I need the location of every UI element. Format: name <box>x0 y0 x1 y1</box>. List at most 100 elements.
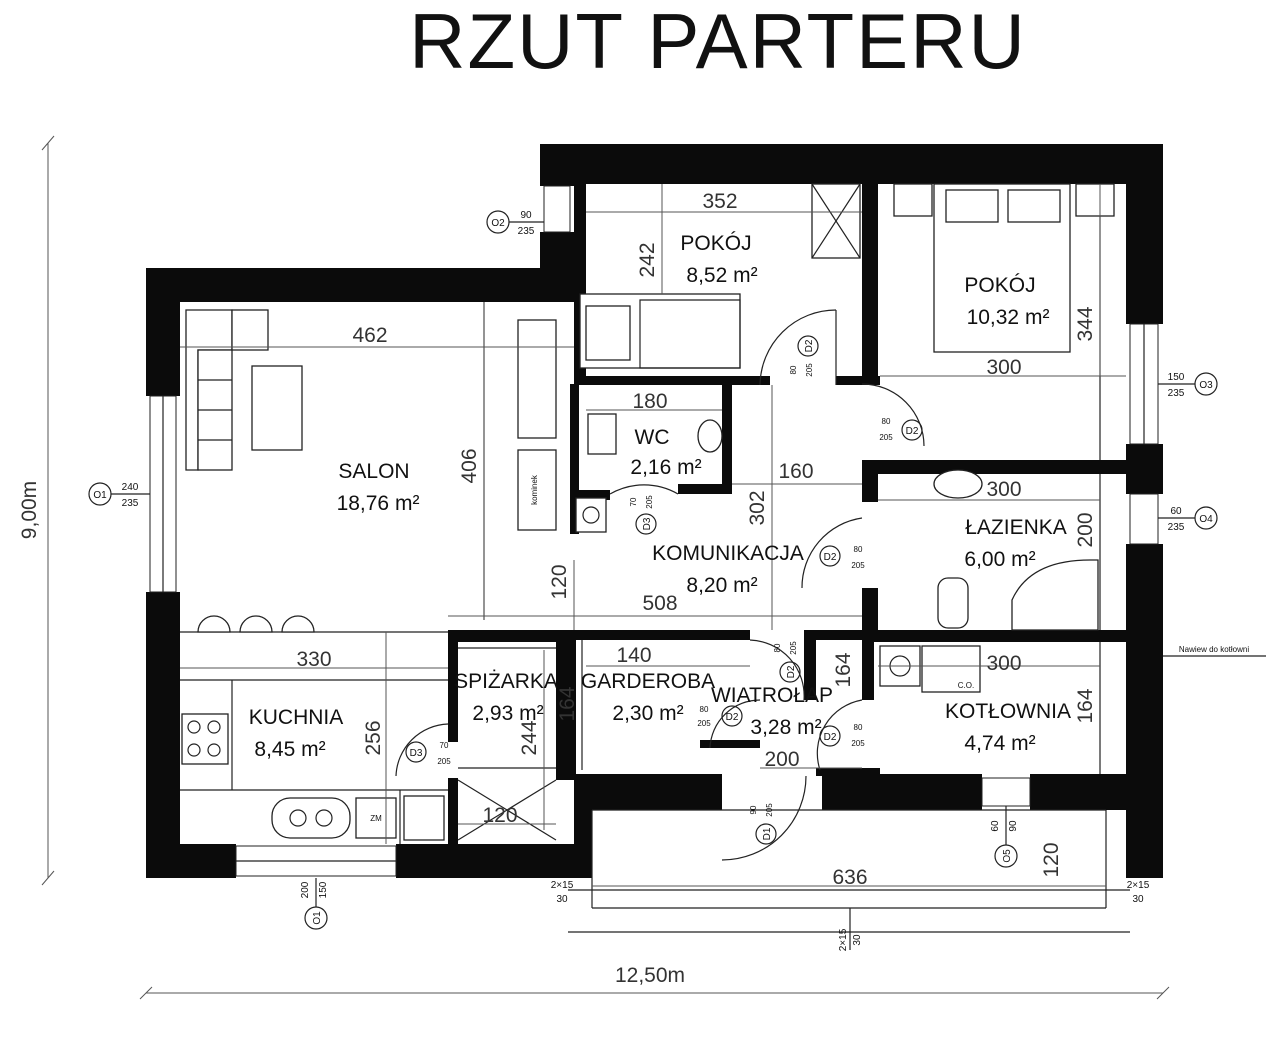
window-pokoj1 <box>543 185 571 233</box>
room-labels: POKÓJ 8,52 m² POKÓJ 10,32 m² SALON 18,76… <box>249 232 1071 761</box>
svg-text:D2: D2 <box>786 665 797 678</box>
svg-text:70: 70 <box>629 497 638 506</box>
svg-text:D3: D3 <box>410 748 423 759</box>
svg-text:200: 200 <box>300 881 311 898</box>
fridge-icon <box>403 795 445 841</box>
dim-164a: 164 <box>556 686 579 721</box>
svg-text:30: 30 <box>556 894 568 905</box>
kitchen-sink-icon <box>271 797 351 839</box>
svg-text:60: 60 <box>990 820 1001 832</box>
svg-text:80: 80 <box>773 643 782 652</box>
washbasin-icon <box>697 419 723 453</box>
dim-302: 302 <box>746 490 769 525</box>
outer-walls <box>146 144 1163 878</box>
room-name-kotlownia: KOTŁOWNIA <box>945 700 1071 723</box>
room-name-salon: SALON <box>338 460 409 483</box>
co-label: C.O. <box>958 681 974 690</box>
door-tag-d3 <box>405 741 427 763</box>
svg-text:80: 80 <box>789 365 798 374</box>
step-left-label: 2×15 <box>551 880 574 891</box>
dim-406: 406 <box>458 448 481 483</box>
zm-label: ZM <box>370 814 382 823</box>
dim-120c: 120 <box>1040 842 1063 877</box>
svg-text:205: 205 <box>645 495 654 509</box>
svg-text:D3: D3 <box>642 517 653 530</box>
inner-walls <box>448 144 1126 846</box>
toilet-icon <box>587 413 617 455</box>
dim-160: 160 <box>778 460 813 483</box>
svg-text:D2: D2 <box>804 339 815 352</box>
overall-dimensions: 9,00m 12,50m <box>18 135 1170 1000</box>
door-tag-d2 <box>797 335 819 357</box>
door-tag-d2 <box>901 419 923 441</box>
door-swing-icon <box>609 484 679 495</box>
dim-120b: 120 <box>482 804 517 827</box>
room-area-salon: 18,76 m² <box>337 492 420 515</box>
room-name-lazienka: ŁAZIENKA <box>965 516 1067 539</box>
room-name-pokoj1: POKÓJ <box>680 232 751 255</box>
dim-164b: 164 <box>832 652 855 687</box>
svg-text:90: 90 <box>520 210 532 221</box>
dishwasher-icon <box>355 797 397 839</box>
dim-244: 244 <box>518 720 541 755</box>
dim-300b: 300 <box>986 478 1021 501</box>
room-area-spizarka: 2,93 m² <box>472 702 543 725</box>
chair-icon <box>197 615 231 633</box>
dim-140: 140 <box>616 644 651 667</box>
cooktop-icon <box>181 713 229 765</box>
svg-text:30: 30 <box>852 934 863 946</box>
door-tag-d2 <box>819 725 841 747</box>
svg-text:O3: O3 <box>1199 380 1213 391</box>
dim-120a: 120 <box>548 564 571 599</box>
svg-text:D2: D2 <box>726 712 739 723</box>
dim-242: 242 <box>636 242 659 277</box>
svg-text:205: 205 <box>789 641 798 655</box>
svg-text:O2: O2 <box>491 218 505 229</box>
svg-text:O1: O1 <box>312 911 323 925</box>
door-tag-d3 <box>635 513 657 535</box>
room-name-wc: WC <box>635 426 670 449</box>
window-lazienka <box>1129 493 1159 545</box>
chair-icon <box>281 615 315 633</box>
svg-text:205: 205 <box>437 757 451 766</box>
dim-300a: 300 <box>986 356 1021 379</box>
misc-labels: Nawiew do kotłowni 2×15 30 2×15 30 2×15 … <box>551 645 1266 951</box>
svg-text:90: 90 <box>749 805 758 814</box>
door-swing-icon <box>709 699 761 749</box>
svg-text:D1: D1 <box>762 827 773 840</box>
door-tag-d1 <box>755 823 777 845</box>
coffee-table-icon <box>251 365 303 451</box>
svg-text:235: 235 <box>122 498 139 509</box>
svg-text:205: 205 <box>765 803 774 817</box>
door-tags: D2 80 205 D2 80 205 D3 70 205 D2 80 205 … <box>405 335 923 845</box>
boiler-icon <box>575 497 607 533</box>
svg-text:205: 205 <box>697 719 711 728</box>
svg-text:O5: O5 <box>1002 849 1013 863</box>
svg-text:80: 80 <box>882 417 891 426</box>
room-area-kotlownia: 4,74 m² <box>964 732 1035 755</box>
door-swing-icon <box>801 517 863 589</box>
dimension-values: 352 242 344 462 300 180 406 160 302 300 … <box>296 190 1097 889</box>
svg-text:150: 150 <box>1168 372 1185 383</box>
overall-height-label: 9,00m <box>18 481 41 539</box>
room-name-komunikacja: KOMUNIKACJA <box>652 542 804 565</box>
door-tag-d2 <box>819 545 841 567</box>
svg-text:D2: D2 <box>906 426 919 437</box>
dim-508: 508 <box>642 592 677 615</box>
co-boiler-icon <box>921 645 981 693</box>
toilet-icon <box>937 577 969 629</box>
dim-164c: 164 <box>1074 688 1097 723</box>
door-swing-icon <box>721 775 807 861</box>
svg-text:80: 80 <box>854 545 863 554</box>
dim-200b: 200 <box>764 748 799 771</box>
fireplace-icon <box>517 449 557 531</box>
nawiew-label: Nawiew do kotłowni <box>1179 645 1249 654</box>
svg-text:240: 240 <box>122 482 139 493</box>
svg-text:205: 205 <box>851 561 865 570</box>
svg-text:80: 80 <box>854 723 863 732</box>
svg-text:D2: D2 <box>824 732 837 743</box>
nightstand-icon <box>893 183 933 217</box>
svg-text:235: 235 <box>518 226 535 237</box>
nightstand-icon <box>1075 183 1115 217</box>
